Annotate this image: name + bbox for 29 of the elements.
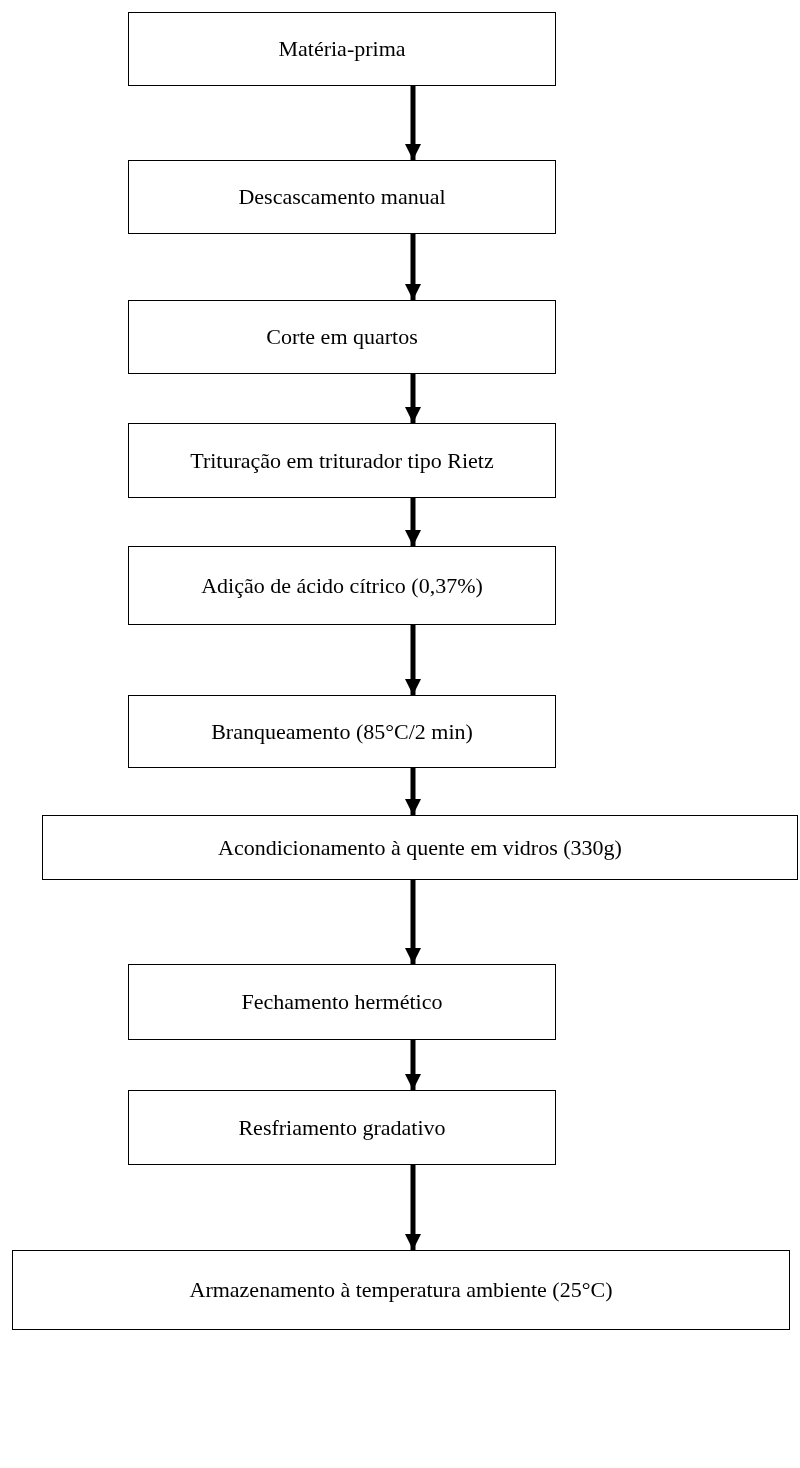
arrow: [405, 86, 421, 160]
process-box: [128, 546, 556, 625]
arrow: [405, 625, 421, 695]
process-box: [12, 1250, 790, 1330]
arrow: [405, 498, 421, 546]
process-box: [128, 12, 556, 86]
step-label: Matéria-prima: [278, 36, 406, 62]
step-label: Corte em quartos: [266, 324, 418, 350]
arrow: [405, 234, 421, 300]
step-label: Acondicionamento à quente em vidros (330g): [218, 834, 622, 861]
process-box: [128, 964, 556, 1040]
step-label: Armazenamento à temperatura ambiente (25°C): [189, 1277, 613, 1303]
arrow: [405, 768, 421, 815]
arrow: [405, 1165, 421, 1250]
process-box: [42, 815, 798, 880]
step-label: Branqueamento (85°C/2 min): [211, 718, 473, 745]
arrow: [405, 374, 421, 423]
process-box: [128, 423, 556, 498]
process-box: [128, 160, 556, 234]
process-box: [128, 695, 556, 768]
process-box: [128, 300, 556, 374]
step-label: Resfriamento gradativo: [238, 1114, 446, 1141]
arrow: [405, 880, 421, 964]
step-label: Fechamento hermético: [241, 989, 443, 1015]
process-box: [128, 1090, 556, 1165]
step-label: Adição de ácido cítrico (0,37%): [201, 572, 483, 599]
step-label: Descascamento manual: [238, 184, 446, 210]
arrow: [405, 1040, 421, 1090]
step-label: Trituração em triturador tipo Rietz: [190, 447, 494, 474]
